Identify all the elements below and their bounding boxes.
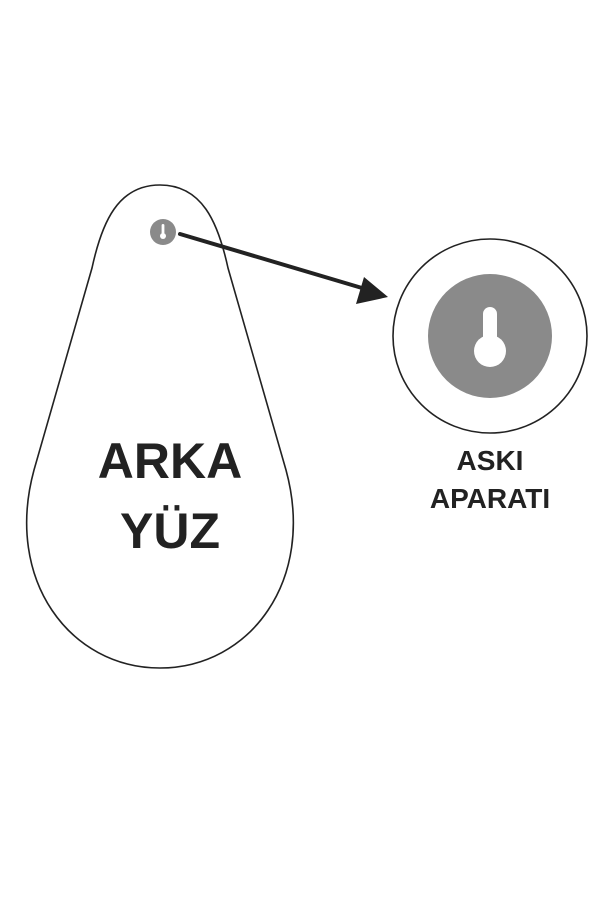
detail-label-line2: APARATI (430, 483, 550, 514)
tag-label-line1: ARKA (98, 433, 242, 489)
arrow-right-icon (178, 232, 388, 304)
keyhole-hanger-icon (150, 219, 176, 245)
tag-back-side: ARKA YÜZ (25, 184, 295, 669)
tag-label-line2: YÜZ (120, 503, 220, 559)
keyhole-hanger-icon (428, 274, 552, 398)
detail-label-line1: ASKI (457, 445, 524, 476)
tag-outline (25, 184, 295, 669)
hanger-detail: ASKI APARATI (392, 238, 588, 514)
